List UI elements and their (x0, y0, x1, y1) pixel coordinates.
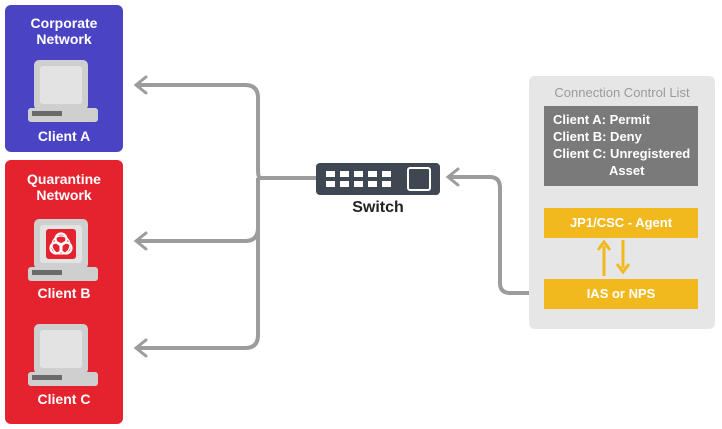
ccl-entry: Client C: Unregistered (553, 146, 691, 161)
link-from-ias (448, 175, 544, 295)
ccl-entries-box (544, 106, 698, 186)
link-to-client-c (136, 200, 260, 350)
client-c-label: Client C (37, 391, 91, 407)
ccl-entry: Client A: Permit (553, 112, 651, 127)
arrow-head-client-b (133, 231, 148, 251)
network-switch-icon (316, 163, 440, 195)
ccl-entry: Asset (609, 163, 645, 178)
link-to-corporate (136, 83, 318, 180)
corporate-network-title: Corporate Network (30, 15, 98, 47)
arrow-head-switch (445, 167, 460, 187)
computer-icon (28, 219, 98, 281)
biohazard-icon (46, 229, 76, 259)
exchange-arrows (596, 239, 631, 276)
client-b-label: Client B (37, 285, 91, 301)
quarantine-network-title: Quarantine Network (27, 171, 101, 203)
corporate-network-panel: Corporate Network Client A (5, 5, 123, 152)
client-a-label: Client A (37, 128, 91, 144)
agent-box: JP1/CSC - Agent (544, 208, 698, 238)
arrow-head-client-c (133, 338, 148, 358)
computer-icon (28, 60, 98, 122)
ias-nps-box: IAS or NPS (544, 279, 698, 309)
computer-icon (28, 324, 98, 386)
arrow-head-corporate (133, 75, 148, 95)
ccl-title: Connection Control List (554, 85, 690, 100)
switch-label: Switch (352, 199, 404, 216)
ccl-entry: Client B: Deny (553, 129, 642, 144)
link-to-client-b (136, 178, 260, 243)
quarantine-network-panel: Quarantine Network Client B Client C (5, 160, 123, 424)
